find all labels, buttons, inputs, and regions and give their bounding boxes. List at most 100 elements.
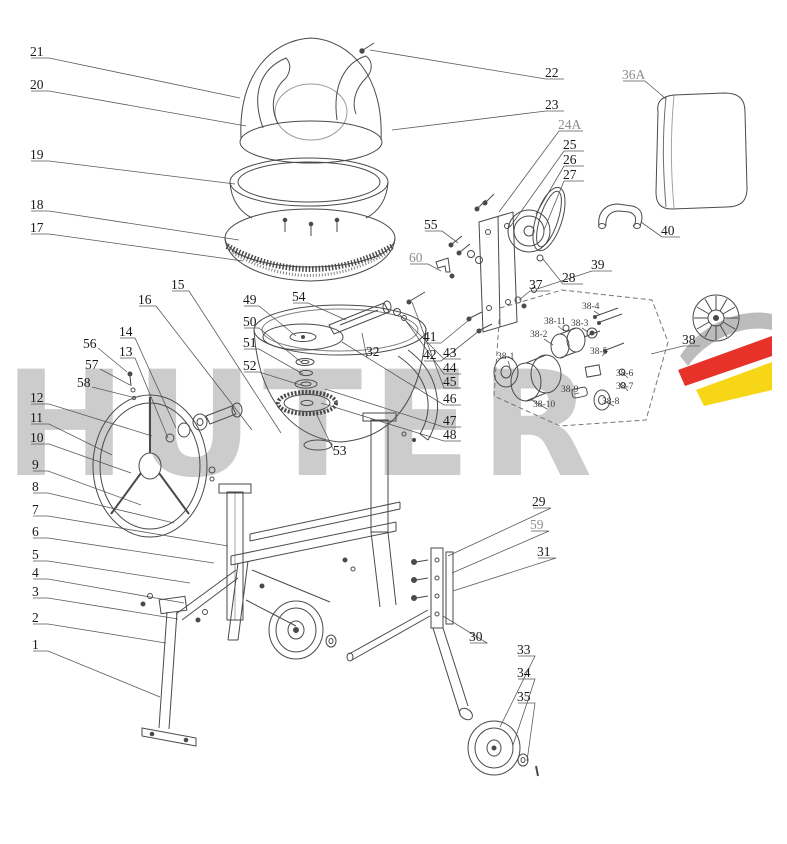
- part-label-35: 35: [517, 689, 531, 704]
- part-label-45: 45: [443, 374, 457, 389]
- part-label-4: 4: [32, 565, 39, 580]
- upper-drum-ring: [229, 157, 389, 219]
- part-label-5: 5: [32, 547, 39, 562]
- part-label-52: 52: [243, 358, 257, 373]
- tow-bracket: [346, 547, 473, 721]
- part-label-43: 43: [443, 345, 457, 360]
- part-label-38-3: 38-3: [571, 319, 589, 329]
- part-label-32: 32: [366, 344, 380, 359]
- tail-wheel: [467, 720, 539, 777]
- part-label-48: 48: [443, 427, 457, 442]
- part-label-6: 6: [32, 524, 39, 539]
- part-label-8: 8: [32, 479, 39, 494]
- logo-stripe-red: [678, 336, 772, 386]
- part-label-21: 21: [30, 44, 44, 59]
- part-label-25: 25: [563, 137, 577, 152]
- belt-guard-cover: [655, 92, 748, 210]
- part-label-44: 44: [443, 360, 457, 375]
- motor-mount-plate: [474, 193, 518, 333]
- transport-wheel: [268, 600, 337, 660]
- carry-handle: [598, 203, 643, 229]
- stand-frame: [227, 412, 417, 641]
- part-label-23: 23: [545, 97, 559, 112]
- part-label-13: 13: [119, 344, 133, 359]
- part-label-38-4: 38-4: [582, 302, 600, 312]
- part-label-27: 27: [563, 167, 577, 182]
- part-label-3: 3: [32, 584, 39, 599]
- logo-stripe-yellow: [696, 362, 772, 406]
- lower-drum: [253, 304, 439, 451]
- part-label-38-1: 38-1: [497, 352, 515, 362]
- part-label-51: 51: [243, 335, 257, 350]
- part-label-2: 2: [32, 610, 39, 625]
- part-label-38-7: 38-7: [616, 382, 634, 392]
- logo-swoosh-gray: [680, 312, 772, 366]
- part-label-38: 38: [682, 332, 696, 347]
- misc-fasteners: [435, 235, 544, 334]
- part-label-33: 33: [517, 642, 531, 657]
- part-label-49: 49: [243, 292, 257, 307]
- part-label-38-9: 38-9: [561, 385, 579, 395]
- part-label-24A: 24A: [558, 117, 582, 132]
- part-label-14: 14: [119, 324, 133, 339]
- hand-wheel: [92, 394, 208, 538]
- part-label-38-11: 38-11: [544, 317, 566, 327]
- brand-logo: [678, 312, 772, 406]
- part-label-50: 50: [243, 314, 257, 329]
- part-label-46: 46: [443, 391, 457, 406]
- part-label-55: 55: [424, 217, 438, 232]
- part-label-57: 57: [85, 357, 99, 372]
- part-label-20: 20: [30, 77, 44, 92]
- part-label-12: 12: [30, 390, 44, 405]
- part-label-41: 41: [423, 329, 437, 344]
- part-label-47: 47: [443, 413, 457, 428]
- part-label-59: 59: [530, 517, 544, 532]
- part-label-39: 39: [591, 257, 605, 272]
- part-label-15: 15: [171, 277, 185, 292]
- part-label-26: 26: [563, 152, 577, 167]
- part-label-18: 18: [30, 197, 44, 212]
- drive-disc-and-washers: [262, 323, 344, 389]
- part-label-56: 56: [83, 336, 97, 351]
- part-label-30: 30: [469, 629, 483, 644]
- part-label-29: 29: [532, 494, 546, 509]
- motor-exploded-group: [493, 289, 669, 427]
- motor-fan: [692, 294, 740, 342]
- part-label-9: 9: [32, 457, 39, 472]
- part-label-31: 31: [537, 544, 551, 559]
- support-column: [208, 466, 252, 621]
- ring-gear: [224, 208, 396, 282]
- part-label-42: 42: [423, 347, 437, 362]
- part-label-54: 54: [292, 289, 306, 304]
- part-label-53: 53: [333, 443, 347, 458]
- leader-lines: [31, 49, 700, 762]
- part-label-38-10: 38-10: [533, 400, 556, 410]
- motor-pulley: [507, 209, 551, 253]
- drive-gear: [276, 390, 338, 416]
- part-label-38-6: 38-6: [616, 369, 634, 379]
- part-label-17: 17: [30, 220, 44, 235]
- part-label-37: 37: [529, 277, 543, 292]
- part-label-38-8: 38-8: [602, 397, 620, 407]
- part-label-60: 60: [409, 250, 423, 265]
- part-label-16: 16: [138, 292, 152, 307]
- part-label-36A: 36A: [622, 67, 646, 82]
- part-label-1: 1: [32, 637, 39, 652]
- wheel-hub-parts: [127, 371, 243, 443]
- part-label-38-5: 38-5: [590, 347, 608, 357]
- part-label-10: 10: [30, 430, 44, 445]
- part-label-40: 40: [661, 223, 675, 238]
- part-label-28: 28: [562, 270, 576, 285]
- front-leg: [140, 569, 239, 747]
- top-cover: [239, 37, 383, 164]
- part-label-58: 58: [77, 375, 91, 390]
- part-label-11: 11: [30, 410, 43, 425]
- drive-belt: [532, 186, 566, 252]
- part-label-38-2: 38-2: [530, 330, 548, 340]
- part-label-19: 19: [30, 147, 44, 162]
- part-label-22: 22: [545, 65, 559, 80]
- part-label-34: 34: [517, 665, 531, 680]
